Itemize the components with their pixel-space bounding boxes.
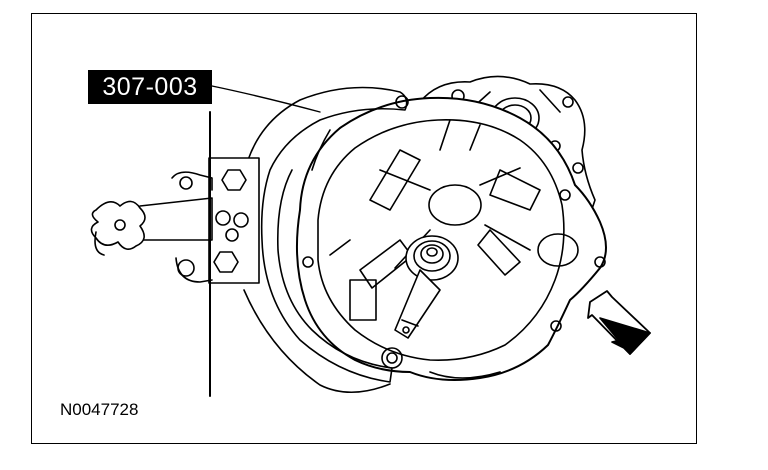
gear-assembly (329, 119, 541, 321)
input-shaft (394, 235, 459, 339)
figure-frame (31, 13, 697, 444)
bell-housing (295, 95, 607, 381)
holding-fixture-tool (90, 86, 408, 394)
tool-leader-line (211, 85, 321, 113)
tool-number-label: 307-003 (88, 70, 212, 104)
direction-arrow (587, 290, 651, 355)
figure-id: N0047728 (60, 400, 139, 419)
